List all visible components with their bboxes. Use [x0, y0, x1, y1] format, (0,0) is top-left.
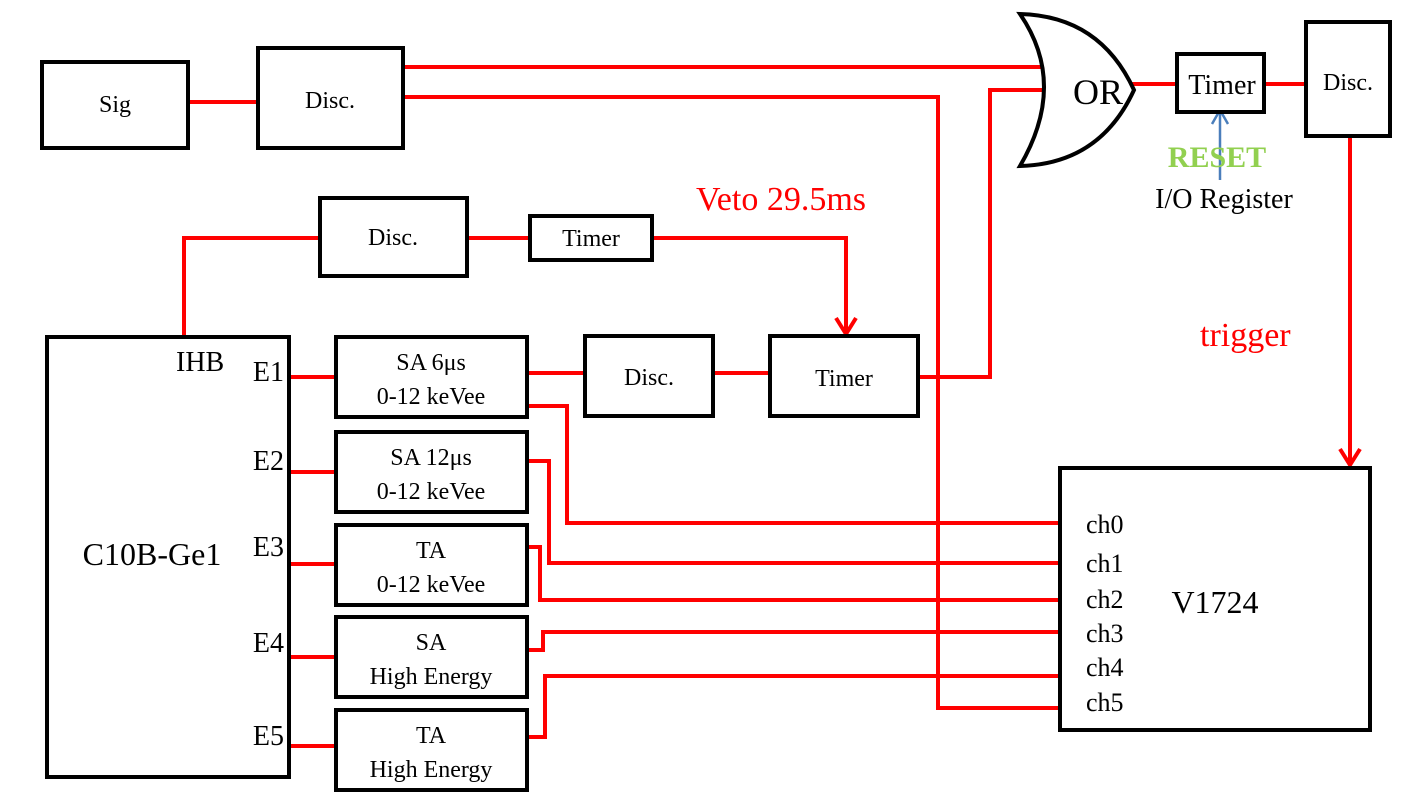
channel-ch1: ch1	[1086, 549, 1124, 578]
wire-ihb-disc	[182, 236, 320, 337]
amp-line1: SA	[416, 630, 447, 656]
amp-line2: 0-12 keVee	[377, 479, 486, 505]
amp-line2: 0-12 keVee	[377, 572, 486, 598]
channel-ch0: ch0	[1086, 510, 1124, 539]
disc-veto-label: Disc.	[368, 225, 418, 251]
module-disc-mid: Disc.	[583, 334, 715, 418]
wire-timer-or	[918, 88, 1064, 379]
timer-mid-label: Timer	[815, 366, 873, 392]
timer-or-label: Timer	[1188, 70, 1256, 101]
disc-out-label: Disc.	[1323, 70, 1373, 96]
amp-line1: SA 6μs	[396, 350, 466, 376]
wire-ch3	[527, 630, 1060, 652]
or-label: OR	[1073, 72, 1123, 112]
detector-box: C10B-Ge1 IHB E1 E2 E3 E4 E5	[45, 335, 291, 779]
amplifier-sa6: SA 6μs 0-12 keVee	[334, 335, 529, 419]
amplifier-ta: TA 0-12 keVee	[334, 523, 529, 607]
wire-ch2	[527, 545, 1060, 602]
wire-ch1	[527, 459, 1060, 565]
amplifier-sa-high: SA High Energy	[334, 615, 529, 699]
io-register-annotation: I/O Register	[1155, 184, 1293, 215]
module-disc-top: Disc.	[256, 46, 405, 150]
channel-ch4: ch4	[1086, 653, 1124, 682]
port-e1: E1	[253, 357, 284, 388]
digitizer-box: V1724 ch0 ch1 ch2 ch3 ch4 ch5	[1058, 466, 1372, 732]
wire-ch4	[527, 674, 1060, 739]
wire-ch0	[527, 404, 1060, 525]
module-sig: Sig	[40, 60, 190, 150]
amp-line2: High Energy	[370, 664, 493, 690]
amp-line1: TA	[416, 538, 447, 564]
amp-line1: SA 12μs	[390, 445, 472, 471]
amp-line2: 0-12 keVee	[377, 384, 486, 410]
channel-ch3: ch3	[1086, 619, 1124, 648]
veto-arrow-line	[652, 236, 848, 332]
port-e3: E3	[253, 532, 284, 563]
port-e5: E5	[253, 721, 284, 752]
module-disc-veto: Disc.	[318, 196, 469, 278]
wire-disc-ch5	[403, 95, 1060, 710]
port-e2: E2	[253, 446, 284, 477]
module-timer-or: Timer	[1175, 52, 1266, 114]
trigger-arrowhead	[1338, 447, 1362, 469]
veto-annotation: Veto 29.5ms	[696, 181, 866, 218]
digitizer-label: V1724	[1171, 584, 1258, 620]
detector-label: C10B-Ge1	[83, 536, 222, 572]
port-e4: E4	[253, 628, 284, 659]
module-timer-mid: Timer	[768, 334, 920, 418]
channel-ch2: ch2	[1086, 585, 1124, 614]
disc-mid-label: Disc.	[624, 365, 674, 391]
sig-label: Sig	[99, 92, 131, 118]
amp-line1: TA	[416, 723, 447, 749]
timer-veto-label: Timer	[562, 226, 620, 252]
port-ihb: IHB	[176, 347, 224, 378]
module-timer-veto: Timer	[528, 214, 654, 262]
amplifier-ta-high: TA High Energy	[334, 708, 529, 792]
or-gate: OR	[1016, 11, 1137, 169]
reset-annotation: RESET	[1168, 141, 1266, 174]
disc-top-label: Disc.	[305, 88, 355, 114]
channel-ch5: ch5	[1086, 688, 1124, 717]
trigger-annotation: trigger	[1200, 317, 1291, 354]
module-disc-out: Disc.	[1304, 20, 1392, 138]
amp-line2: High Energy	[370, 757, 493, 783]
amplifier-sa12: SA 12μs 0-12 keVee	[334, 430, 529, 514]
